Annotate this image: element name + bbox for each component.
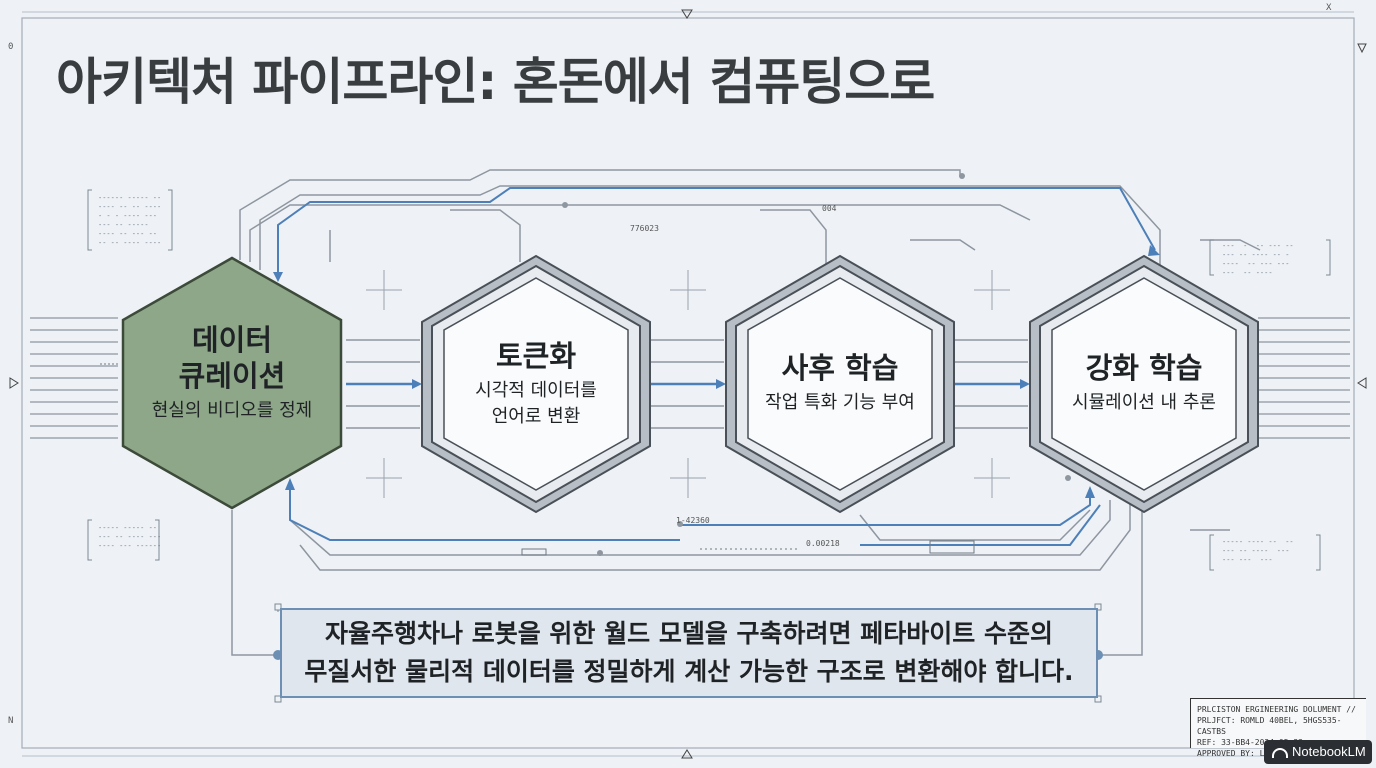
doc-line-2: PRLJFCT: ROMLD 40BEL, 5HGS535-CASTBS bbox=[1197, 716, 1342, 736]
outer-frame bbox=[21, 17, 1355, 749]
document-title-block: PRLCISTON ERGINEERING DOLUMENT // PRLJFC… bbox=[1190, 698, 1366, 758]
code-label-top-mid: 004 bbox=[822, 204, 837, 213]
stage-data-curation: 데이터 큐레이션 현실의 비디오를 정제 bbox=[122, 322, 342, 424]
hex-post-training bbox=[725, 254, 955, 514]
stage-reinforcement-learning: 강화 학습 시뮬레이션 내 추론 bbox=[1034, 350, 1254, 416]
stage-subtitle: 시뮬레이션 내 추론 bbox=[1072, 392, 1216, 413]
watermark-label: NotebookLM bbox=[1292, 744, 1366, 759]
stage-subtitle: 작업 특화 기능 부여 bbox=[765, 392, 915, 413]
watermark-icon bbox=[1272, 747, 1288, 758]
notebooklm-watermark: NotebookLM bbox=[1264, 740, 1372, 764]
summary-note-text: 자율주행차나 로봇을 위한 월드 모델을 구축하려면 페타바이트 수준의 무질서… bbox=[304, 619, 1074, 686]
top-marker-icon bbox=[681, 9, 693, 19]
left-marker-icon bbox=[9, 377, 19, 389]
stage-title: 사후 학습 bbox=[781, 351, 899, 385]
right-marker-icon bbox=[1357, 377, 1367, 389]
spec-text-top-left: ------ ----- -- ---- -- -- ---- - - - --… bbox=[98, 194, 162, 247]
stage-subtitle: 시각적 데이터를 언어로 변환 bbox=[475, 380, 597, 427]
edge-mark-left-top: 0 bbox=[8, 42, 14, 52]
stage-title: 강화 학습 bbox=[1085, 351, 1203, 385]
stage-tokenization: 토큰화 시각적 데이터를 언어로 변환 bbox=[426, 338, 646, 430]
blue-arrowheads bbox=[273, 245, 1160, 498]
input-lines-right bbox=[1258, 317, 1350, 439]
main-flow-arrowheads bbox=[412, 379, 1030, 389]
hex-data-curation bbox=[121, 256, 343, 510]
spec-text-bottom-left: ----- ----- -- --- -- ---- --- ---- --- … bbox=[98, 524, 162, 550]
stage-title: 데이터 큐레이션 bbox=[178, 323, 286, 393]
code-label-bottom-left: 1-42360 bbox=[676, 516, 710, 525]
page-title: 아키텍처 파이프라인: 혼돈에서 컴퓨팅으로 bbox=[56, 53, 935, 111]
code-label-bottom-mid: 0.00218 bbox=[806, 539, 840, 548]
summary-note: 자율주행차나 로봇을 위한 월드 모델을 구축하려면 페타바이트 수준의 무질서… bbox=[280, 608, 1098, 698]
circuit-components bbox=[100, 363, 975, 556]
spec-text-bottom-right: ----- ---- -- -- --- -- ---- --- --- ---… bbox=[1222, 538, 1294, 564]
circuit-traces bbox=[231, 169, 1261, 656]
hex-reinforcement-learning bbox=[1029, 254, 1259, 514]
doc-line-1: PRLCISTON ERGINEERING DOLUMENT // bbox=[1197, 705, 1356, 714]
stage-subtitle: 현실의 비디오를 정제 bbox=[151, 400, 313, 421]
spec-brackets bbox=[87, 189, 1331, 703]
crosshairs bbox=[366, 270, 1010, 498]
stage-title: 토큰화 bbox=[495, 339, 577, 373]
stage-connectors bbox=[346, 339, 1028, 429]
doc-line-3: REF: 33-BB4-2024.05-23 bbox=[1197, 738, 1303, 747]
doc-line-4: APPROVED BY: LEAD ENGINEER bbox=[1197, 749, 1323, 758]
code-label-top-left: 776023 bbox=[630, 224, 659, 233]
bottom-marker-icon bbox=[681, 749, 693, 759]
edge-mark-left-bottom: N bbox=[8, 716, 14, 726]
edge-mark-top-right: X bbox=[1326, 3, 1332, 13]
blue-data-path bbox=[277, 187, 1156, 546]
stage-post-training: 사후 학습 작업 특화 기능 부여 bbox=[730, 350, 950, 416]
spec-text-top-right: --- - -- --- -- --- -- ---- -- - ---- --… bbox=[1222, 242, 1294, 277]
hex-tokenization bbox=[421, 254, 651, 514]
input-lines-left bbox=[30, 317, 118, 439]
right-top-marker-icon bbox=[1357, 43, 1367, 54]
